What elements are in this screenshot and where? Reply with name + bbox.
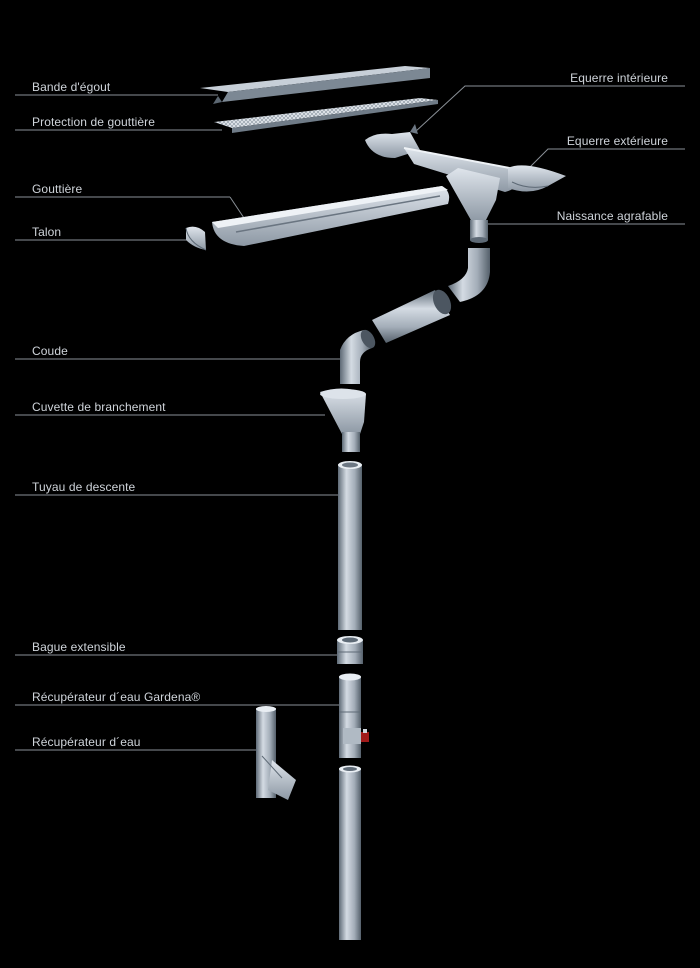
label-equerre-interieure: Equerre intérieure bbox=[570, 71, 668, 85]
recuperateur-eau-part bbox=[256, 706, 296, 800]
label-cuvette-branchement: Cuvette de branchement bbox=[32, 400, 166, 414]
label-naissance-agrafable: Naissance agrafable bbox=[556, 209, 668, 223]
recuperateur-gardena-part bbox=[339, 673, 369, 758]
protection-gouttiere-part bbox=[214, 98, 438, 133]
label-equerre-exterieure: Equerre extérieure bbox=[566, 134, 668, 148]
label-tuyau-descente: Tuyau de descente bbox=[32, 480, 136, 494]
label-gouttiere: Gouttière bbox=[32, 182, 83, 196]
cuvette-branchement-part bbox=[320, 388, 366, 452]
diagonal-pipe-part bbox=[372, 289, 452, 343]
label-protection-gouttiere: Protection de gouttière bbox=[32, 115, 156, 129]
bande-egout-part bbox=[200, 66, 430, 104]
leader-equerre-int bbox=[414, 85, 685, 133]
naissance-agrafable-part bbox=[446, 168, 500, 243]
bague-extensible-part bbox=[337, 636, 363, 664]
label-bande-egout: Bande d'égout bbox=[32, 80, 111, 94]
upper-elbow-part bbox=[448, 248, 490, 302]
leader-gouttiere-tick bbox=[229, 196, 245, 219]
leader-equerre-ext bbox=[524, 148, 685, 173]
label-talon: Talon bbox=[32, 225, 62, 239]
tuyau-descente-lower-part bbox=[339, 765, 361, 940]
label-coude: Coude bbox=[32, 344, 68, 358]
label-recuperateur-eau: Récupérateur d´eau bbox=[32, 735, 141, 749]
gouttiere-part bbox=[212, 186, 450, 246]
talon-part bbox=[185, 226, 207, 251]
label-recuperateur-gardena: Récupérateur d´eau Gardena® bbox=[32, 690, 201, 704]
tuyau-descente-part bbox=[338, 461, 362, 630]
leader-lines bbox=[15, 85, 685, 751]
coude-part bbox=[340, 329, 376, 384]
equerre-exterieure-part bbox=[508, 165, 566, 192]
label-bague-extensible: Bague extensible bbox=[32, 640, 126, 654]
